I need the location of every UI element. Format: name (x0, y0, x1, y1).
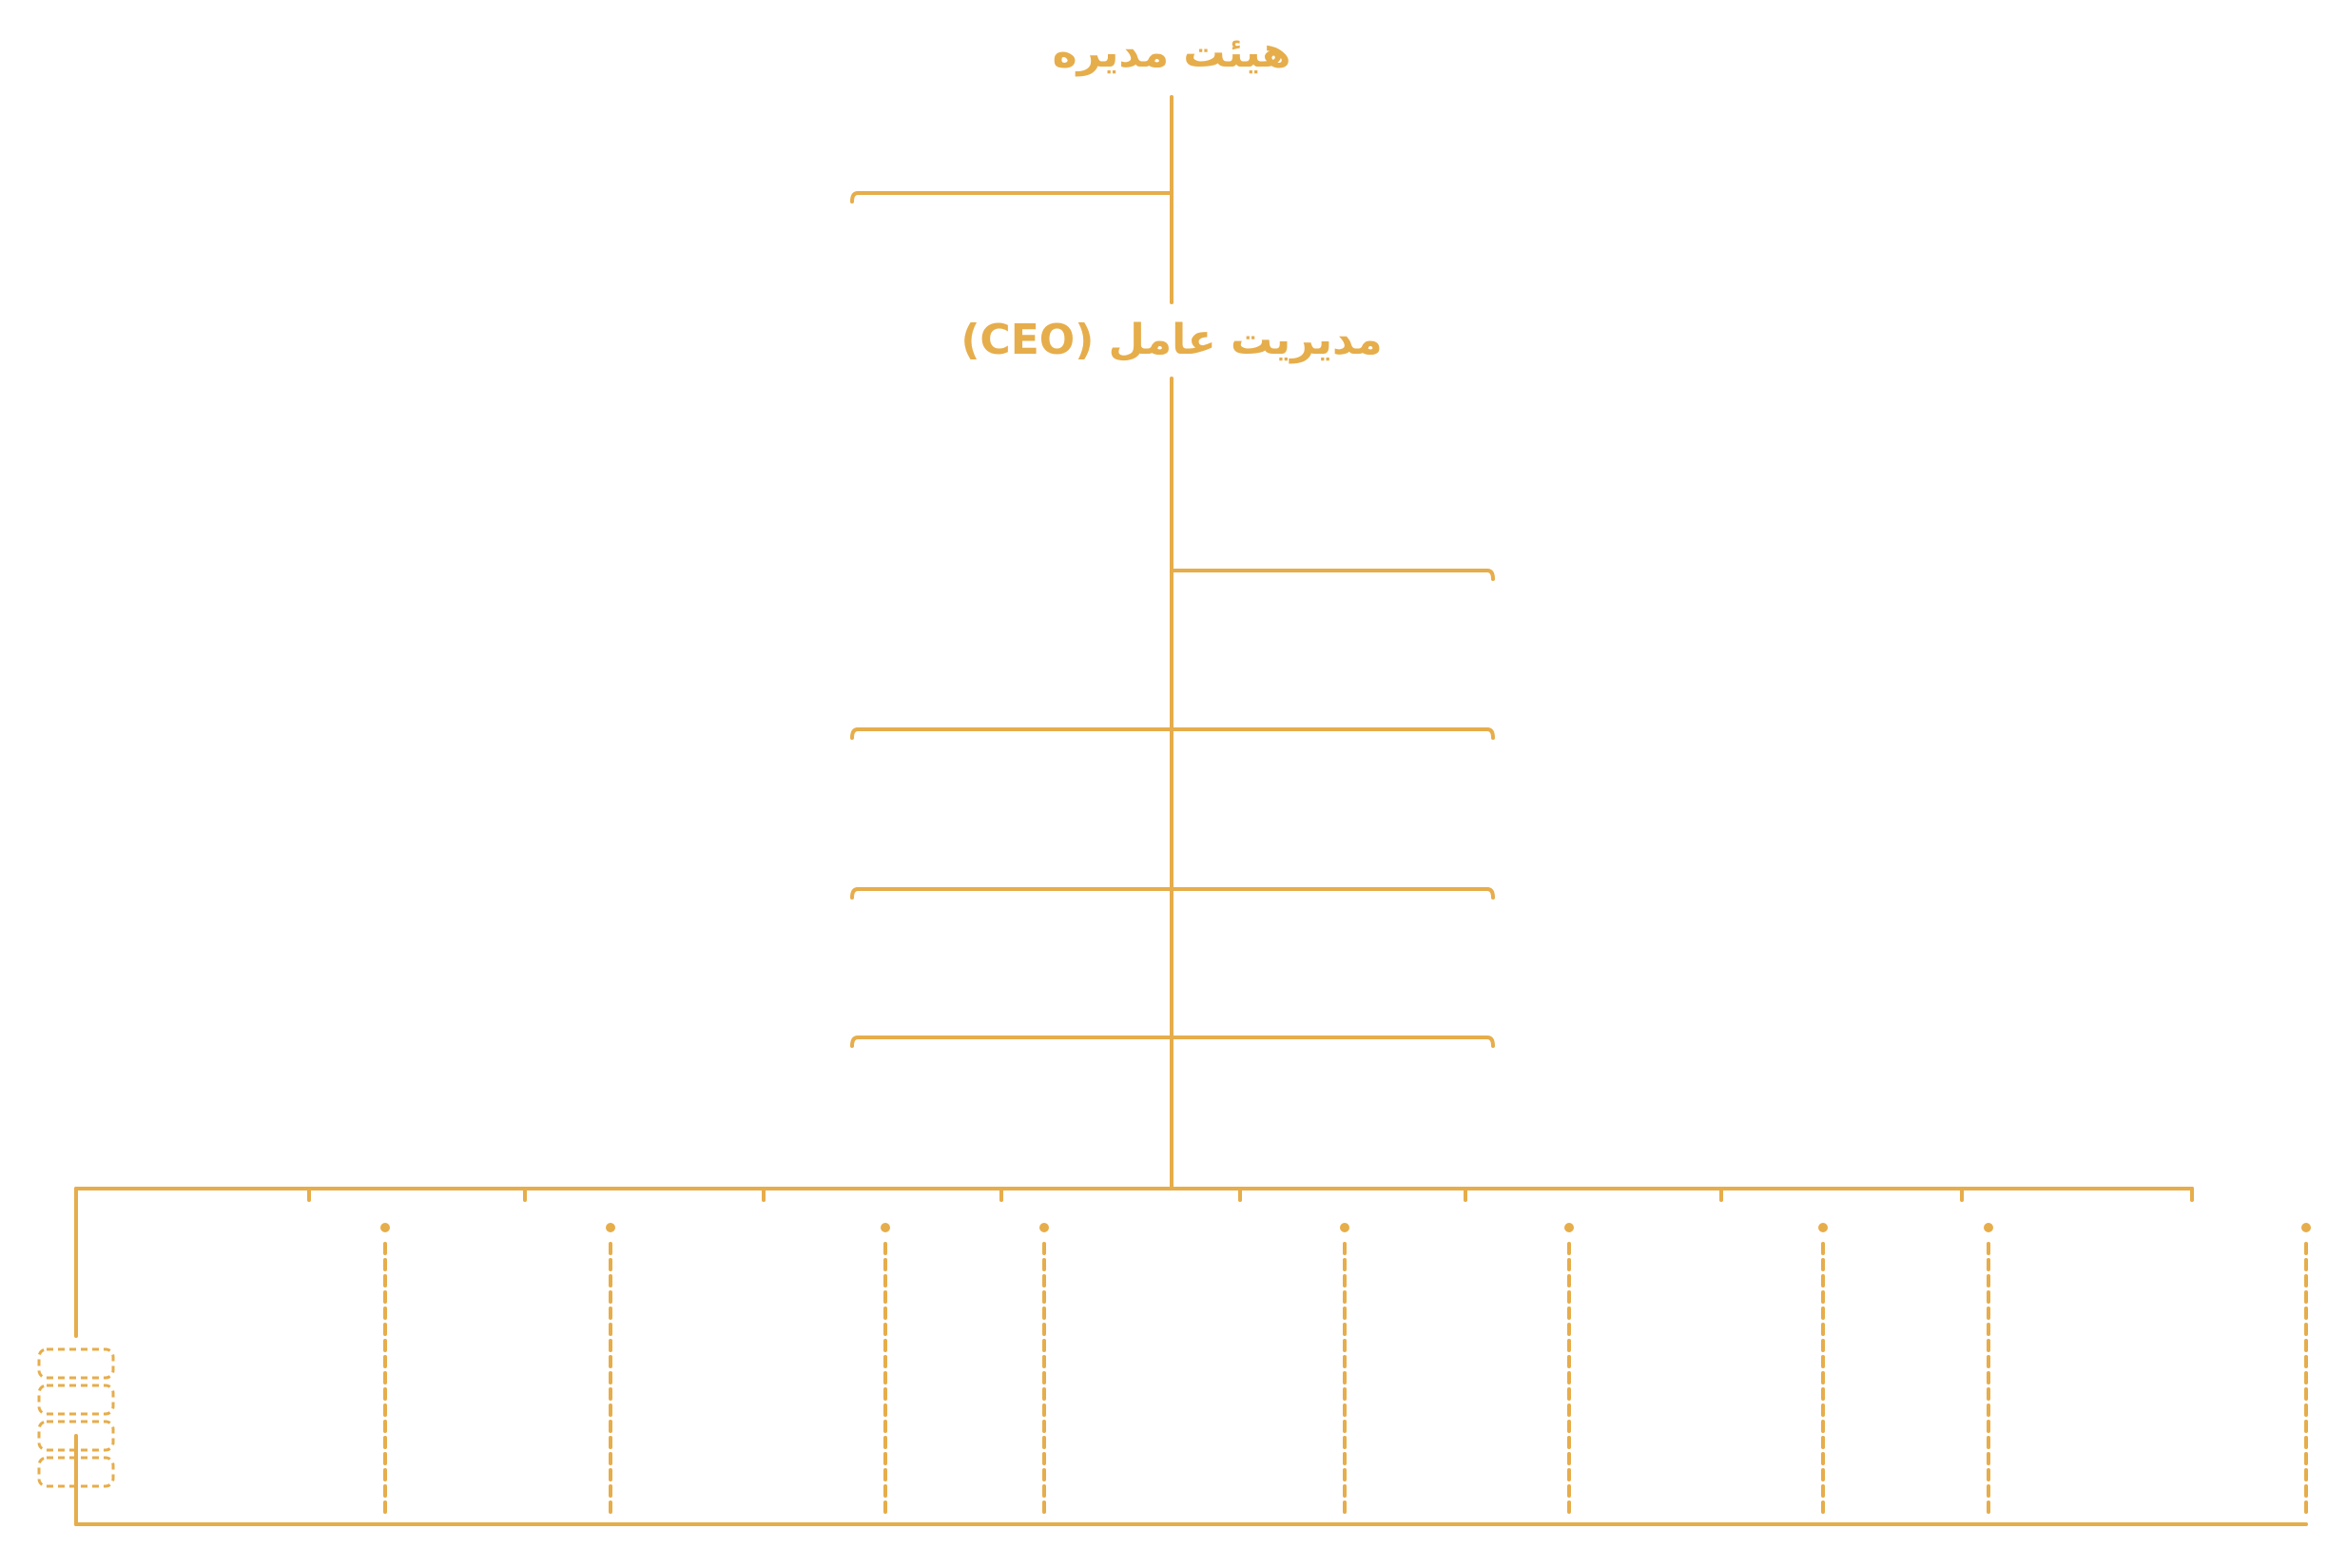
ceo-branch-full-2 (850, 887, 1495, 900)
drop-dot-4 (1039, 1223, 1049, 1232)
drop-dot-7 (1818, 1223, 1828, 1232)
ceo-title: مدیریت عامل (CEO) (960, 316, 1382, 364)
drop-dot-5 (1340, 1223, 1349, 1232)
drop-dot-1 (380, 1223, 390, 1232)
drop-dot-9 (2301, 1223, 2311, 1232)
board-title: هیئت مدیره (1053, 29, 1291, 77)
drop-dot-6 (1564, 1223, 1574, 1232)
ceo-branch-right (1170, 569, 1495, 581)
board-branch-left (850, 191, 1174, 203)
ceo-branch-full-1 (850, 727, 1495, 740)
connector-lines (37, 95, 2311, 1526)
left-stack-box-3 (37, 1420, 115, 1452)
ceo-branch-full-3 (850, 1036, 1495, 1048)
drop-dot-8 (1984, 1223, 1993, 1232)
left-stack-box-1 (37, 1347, 115, 1380)
left-stack-box-4 (37, 1456, 115, 1488)
left-stack-box-2 (37, 1384, 115, 1416)
drop-dot-2 (606, 1223, 615, 1232)
drop-dot-3 (881, 1223, 890, 1232)
